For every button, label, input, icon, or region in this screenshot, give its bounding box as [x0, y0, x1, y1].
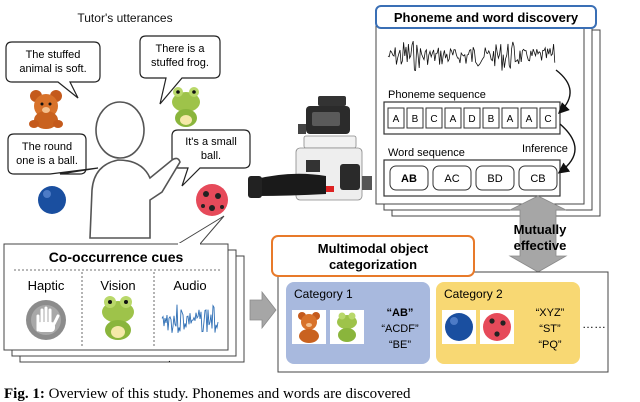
word-cell-label: BD	[487, 173, 502, 185]
bubble-stuffed-animal-line2: animal is soft.	[19, 63, 86, 75]
word-cell-label: CB	[530, 173, 545, 185]
category-2-label: Category 2	[444, 287, 503, 301]
phoneme-cell	[501, 107, 519, 129]
category-1-word-3: “BE”	[389, 339, 411, 351]
category-1-word-1: “AB”	[387, 307, 414, 319]
speech-waveform	[387, 40, 556, 72]
category-2-blue-ball-icon	[445, 313, 473, 341]
figure-caption: Fig. 1: Overview of this study. Phonemes…	[4, 386, 411, 402]
waveform-trace	[387, 40, 556, 72]
category-1-teddy-icon	[298, 312, 320, 343]
speech-bubble-stuffed-animal: The stuffed animal is soft.	[5, 41, 101, 99]
teddy-bear-icon	[29, 90, 63, 129]
category-1-label: Category 1	[294, 287, 353, 301]
stuffed-frog-icon	[172, 87, 200, 127]
phoneme-cell-label: B	[488, 114, 495, 125]
phoneme-cell-label: A	[507, 114, 514, 125]
phoneme-sequence-label: Phoneme sequence	[388, 89, 486, 101]
categorization-title-line1: Multimodal object	[318, 241, 429, 256]
robot-icon	[248, 96, 372, 201]
bubble-stuffed-frog-line2: stuffed frog.	[151, 57, 209, 69]
haptic-hand-icon	[26, 300, 66, 340]
category-1-word-2: “ACDF”	[381, 323, 419, 335]
category-2-word-3: “PQ”	[538, 339, 562, 351]
phoneme-cell-label: A	[393, 114, 400, 125]
category-1-frog-icon	[337, 312, 357, 342]
phoneme-cell	[406, 107, 424, 129]
speech-bubble-round-ball: The round one is a ball.	[7, 133, 99, 175]
word-cell-label: AB	[401, 173, 417, 185]
phoneme-cell	[387, 107, 405, 129]
word-cell	[518, 165, 558, 191]
word-cells: AB AC BD CB	[389, 165, 558, 191]
bubble-small-ball-line2: ball.	[201, 150, 221, 162]
tutor-utterances-title: Tutor's utterances	[77, 11, 172, 25]
audio-waveform-trace	[161, 304, 219, 333]
vision-frog-icon	[102, 296, 134, 340]
figure-caption-prefix: Fig. 1:	[4, 386, 45, 402]
word-cell-label: AC	[444, 173, 459, 185]
cues-more-dots: .	[168, 354, 171, 365]
cues-title: Co-occurrence cues	[49, 249, 184, 265]
category-1-card: Category 1 “AB” “ACDF” “BE”	[286, 282, 430, 364]
vision-label: Vision	[100, 278, 135, 293]
audio-label: Audio	[173, 278, 206, 293]
phoneme-to-word-arrow	[557, 123, 576, 174]
category-2-word-2: “ST”	[539, 323, 561, 335]
word-cell	[475, 165, 515, 191]
bubble-round-ball-line1: The round	[22, 141, 72, 153]
phoneme-cell-label: C	[430, 114, 437, 125]
speech-bubble-stuffed-frog: There is a stuffed frog.	[139, 35, 221, 105]
phoneme-cell	[482, 107, 500, 129]
categorization-title-box	[271, 235, 475, 277]
phoneme-cell	[539, 107, 557, 129]
inference-label: Inference	[522, 143, 568, 155]
categorization-title-line2: categorization	[329, 257, 417, 272]
phoneme-cell-label: A	[526, 114, 533, 125]
word-cell	[432, 165, 472, 191]
cues-to-categorization-arrow	[249, 290, 277, 330]
phoneme-cell-label: D	[468, 114, 475, 125]
audio-waveform-icon	[161, 304, 219, 333]
bubble-stuffed-frog-line1: There is a	[156, 43, 206, 55]
discovery-title-box	[375, 5, 597, 29]
tutor-figure	[89, 101, 181, 239]
category-2-word-1: “XYZ”	[536, 307, 565, 319]
mutually-effective-line1: Mutually	[514, 222, 567, 237]
haptic-label: Haptic	[28, 278, 65, 293]
figure-caption-text: Overview of this study. Phonemes and wor…	[45, 386, 411, 402]
cues-speech-tail	[176, 215, 225, 245]
mutually-effective-line2: effective	[514, 238, 567, 253]
phoneme-cell-label: B	[412, 114, 419, 125]
category-2-red-ball-icon	[483, 313, 511, 341]
word-cell	[389, 165, 429, 191]
category-2-card: Category 2 “XYZ” “ST” “PQ”	[436, 282, 580, 364]
phoneme-cell-label: C	[544, 114, 551, 125]
bubble-small-ball-line1: It's a small	[185, 136, 237, 148]
discovery-title: Phoneme and word discovery	[394, 10, 579, 25]
phoneme-cell	[520, 107, 538, 129]
bubble-stuffed-animal-line1: The stuffed	[26, 49, 81, 61]
phoneme-cell	[463, 107, 481, 129]
phoneme-cell-label: A	[450, 114, 457, 125]
categories-ellipsis: ……	[582, 317, 606, 331]
word-sequence-label: Word sequence	[388, 147, 465, 159]
waveform-to-phoneme-arrow	[555, 69, 571, 114]
phoneme-cell	[444, 107, 462, 129]
phoneme-cell	[425, 107, 443, 129]
blue-ball-icon	[38, 186, 66, 214]
red-soccer-ball-icon	[196, 184, 228, 216]
bubble-round-ball-line2: one is a ball.	[16, 155, 78, 167]
speech-bubble-small-ball: It's a small ball.	[171, 129, 251, 187]
